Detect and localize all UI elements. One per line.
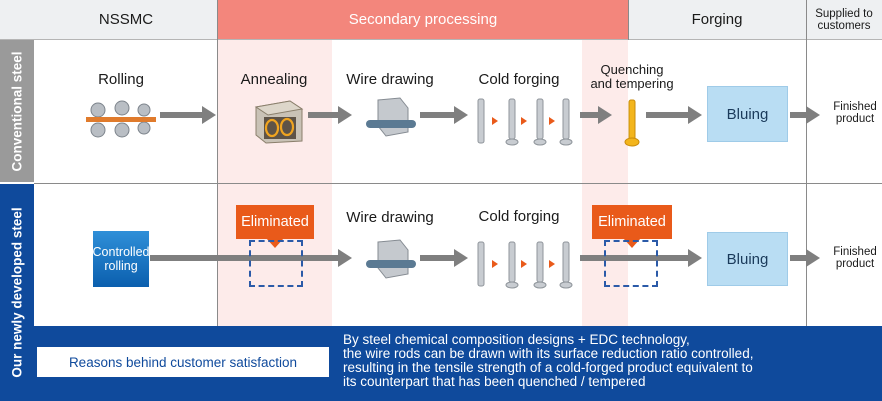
annealing-furnace-icon [254,100,304,144]
header-corner [0,0,34,40]
bluing-box-new: Bluing [707,232,788,286]
divider-1 [217,0,218,326]
row-divider [34,183,882,184]
cold-forging-parts-icon-new [477,241,573,289]
eliminated-quenching-placeholder [604,240,658,287]
reasons-label-box: Reasons behind customer satisfaction [37,347,329,377]
rolling-label: Rolling [98,71,144,88]
divider-2 [628,0,629,40]
quenched-bolt-icon [624,99,640,147]
conventional-side-label: Conventional steel [0,40,34,182]
cold-forging-label-new: Cold forging [478,208,560,225]
header-secondary-processing: Secondary processing [218,0,628,40]
finished-product-label-new: Finished product [833,246,877,270]
bluing-box-conventional: Bluing [707,86,788,142]
tempering-label: and tempering [590,76,674,91]
cold-forging-label: Cold forging [478,71,560,88]
controlled-rolling-box: Controlled rolling [93,231,150,287]
divider-3 [806,0,807,326]
header-forging: Forging [628,0,806,40]
wire-drawing-label-new: Wire drawing [346,209,434,226]
wire-drawing-die-icon-new [366,239,416,279]
wire-drawing-die-icon [366,97,416,137]
new-steel-side-label: Our newly developed steel [0,184,34,401]
reasons-description: By steel chemical composition designs + … [343,332,754,389]
eliminated-quenching-badge: Eliminated [592,205,672,239]
wire-drawing-label: Wire drawing [346,71,434,88]
quenching-label: Quenching [600,62,664,77]
eliminated-annealing-placeholder [249,240,303,287]
finished-product-label-conventional: Finished product [833,101,877,125]
header-supplied: Supplied to customers [806,0,882,40]
rolling-mill-icon [86,100,156,138]
eliminated-annealing-badge: Eliminated [236,205,314,239]
cold-forging-parts-icon [477,98,573,146]
header-nssmc: NSSMC [34,0,218,40]
annealing-label: Annealing [240,71,308,88]
